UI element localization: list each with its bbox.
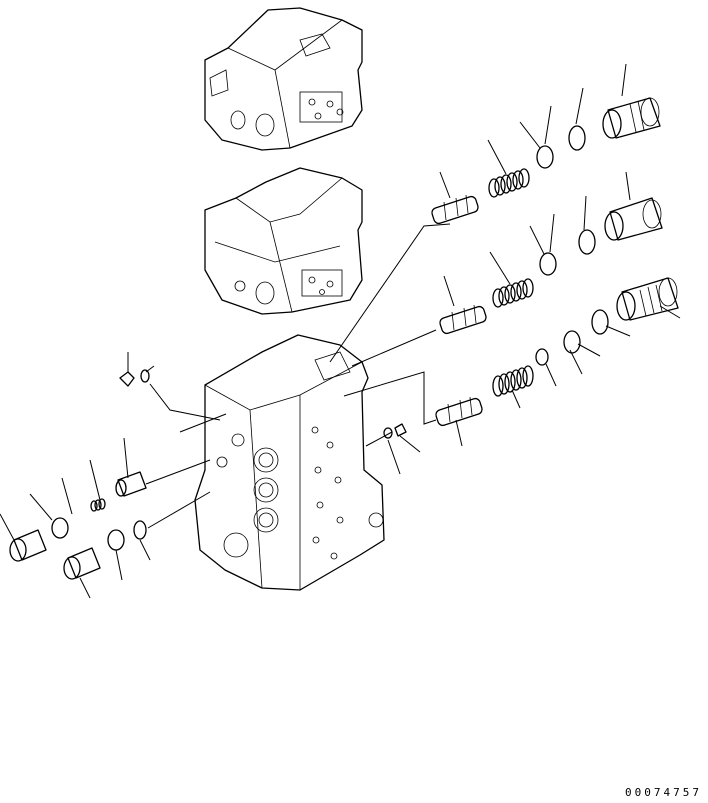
spool-row-4: [435, 348, 549, 427]
o-ring-2b: [578, 229, 596, 255]
relief-poppet: [115, 471, 147, 497]
spool-4: [435, 396, 483, 427]
plug-fitting-left-top: [119, 369, 150, 387]
spool-3: [439, 305, 488, 334]
relief-spring: [90, 498, 106, 512]
spool-row-1: [431, 97, 661, 225]
o-ring-3b: [591, 309, 609, 335]
valve-body-main: [194, 334, 385, 591]
leader-lines: [0, 63, 681, 599]
cap-plug-2: [604, 197, 663, 241]
ring-left-b: [107, 529, 125, 551]
o-ring-2a: [539, 252, 557, 276]
o-ring-1b: [568, 125, 586, 151]
ring-left-a: [51, 517, 69, 539]
cap-plug-1: [602, 97, 661, 139]
spring-2: [492, 278, 534, 308]
spool-2: [439, 304, 487, 335]
relief-valve-parts: [9, 471, 147, 580]
plug-fitting-right: [383, 423, 407, 439]
spool-row-3: [439, 277, 679, 354]
spring-1: [488, 168, 530, 198]
valve-section-top: [204, 7, 363, 151]
o-ring-4a: [535, 348, 549, 366]
spring-4: [492, 365, 534, 397]
plug-left-b: [63, 547, 101, 580]
spool-row-2: [439, 197, 663, 335]
plug-left-a: [9, 529, 47, 562]
drawing-number: 00074757: [625, 786, 702, 799]
ring-left-c: [133, 520, 147, 540]
o-ring-3a: [563, 330, 581, 354]
cap-plug-3: [616, 277, 679, 321]
valve-section-middle: [204, 167, 363, 315]
o-ring-1a: [536, 145, 554, 169]
spool-1: [431, 194, 479, 225]
